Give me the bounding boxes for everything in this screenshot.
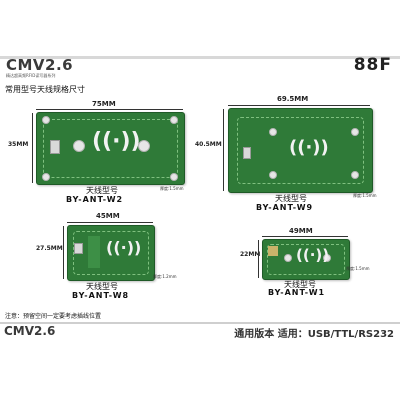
mount-hole <box>351 171 359 179</box>
nfc-wifi-icon: ((·)) <box>92 129 141 154</box>
w9-width-line <box>228 105 370 106</box>
mount-hole <box>170 116 178 124</box>
brand-title: CMV2.6 <box>6 56 74 74</box>
w1-width-label: 49MM <box>289 227 313 235</box>
w1-name: 天线型号 <box>284 280 316 289</box>
antenna-hole <box>138 140 150 152</box>
mount-hole <box>269 128 277 136</box>
mount-hole <box>351 128 359 136</box>
w8-height-line <box>63 226 64 279</box>
w9-height-line <box>223 109 224 191</box>
board-w9: ((·)) <box>228 108 373 193</box>
w1-height-line <box>258 240 259 278</box>
w8-height-label: 27.5MM <box>36 245 63 252</box>
w2-width-label: 75MM <box>92 100 116 108</box>
w2-width-line <box>36 109 183 110</box>
mount-hole <box>284 254 292 262</box>
w9-thickness: 厚度:1.5mm <box>353 193 377 198</box>
footer-compat-text: 通用版本 适用：USB/TTL/RS232 <box>234 329 394 340</box>
section-title: 常用型号天线规格尺寸 <box>5 85 85 94</box>
connector <box>243 147 251 159</box>
w2-model: BY-ANT-W2 <box>66 195 124 204</box>
w9-model: BY-ANT-W9 <box>256 203 314 212</box>
board-w2-trace <box>43 119 178 178</box>
w9-width-label: 69.5MM <box>277 95 309 103</box>
w2-height-line <box>32 113 33 183</box>
connector <box>74 243 83 254</box>
board-w8: ((·)) <box>67 225 155 281</box>
mount-hole <box>170 173 178 181</box>
mount-hole <box>42 173 50 181</box>
w8-width-label: 45MM <box>96 212 120 220</box>
w8-thickness: 厚度:1.2mm <box>153 274 177 279</box>
nfc-wifi-icon: ((·)) <box>289 137 329 158</box>
footer-brand: CMV2.6 <box>4 324 56 338</box>
mount-hole <box>42 116 50 124</box>
board-w1: ((·)) <box>262 239 350 280</box>
model-badge: 88F <box>353 55 392 75</box>
nfc-wifi-icon: ((·)) <box>106 238 142 257</box>
install-note: 注意：预留空间一定要考虑插线位置 <box>5 313 102 320</box>
board-w9-trace <box>237 117 364 184</box>
w8-width-line <box>67 222 153 223</box>
w2-name: 天线型号 <box>86 186 118 195</box>
w1-thickness: 厚度:1.5mm <box>346 266 370 271</box>
nfc-wifi-icon: ((·)) <box>296 246 330 264</box>
w2-thickness: 厚度:1.5mm <box>160 186 184 191</box>
mount-hole <box>269 171 277 179</box>
brand-subtitle: 精达超高频RFID读写器系列 <box>6 73 56 78</box>
antenna-hole <box>73 140 85 152</box>
board-w8-trace <box>73 231 149 275</box>
component-area <box>88 236 100 268</box>
w1-height-label: 22MM <box>240 251 261 258</box>
board-w1-trace <box>267 244 345 275</box>
mount-hole <box>323 254 331 262</box>
footer-bar <box>0 322 400 324</box>
header-bar <box>0 56 400 59</box>
board-w2: ((·)) <box>36 112 185 185</box>
w9-name: 天线型号 <box>275 194 307 203</box>
w9-height-label: 40.5MM <box>195 141 222 148</box>
component-area <box>268 246 278 256</box>
w2-height-label: 35MM <box>8 141 29 148</box>
w1-width-line <box>262 236 348 237</box>
w8-model: BY-ANT-W8 <box>72 291 130 300</box>
w1-model: BY-ANT-W1 <box>268 288 326 297</box>
w8-name: 天线型号 <box>86 282 118 291</box>
connector <box>50 140 60 154</box>
